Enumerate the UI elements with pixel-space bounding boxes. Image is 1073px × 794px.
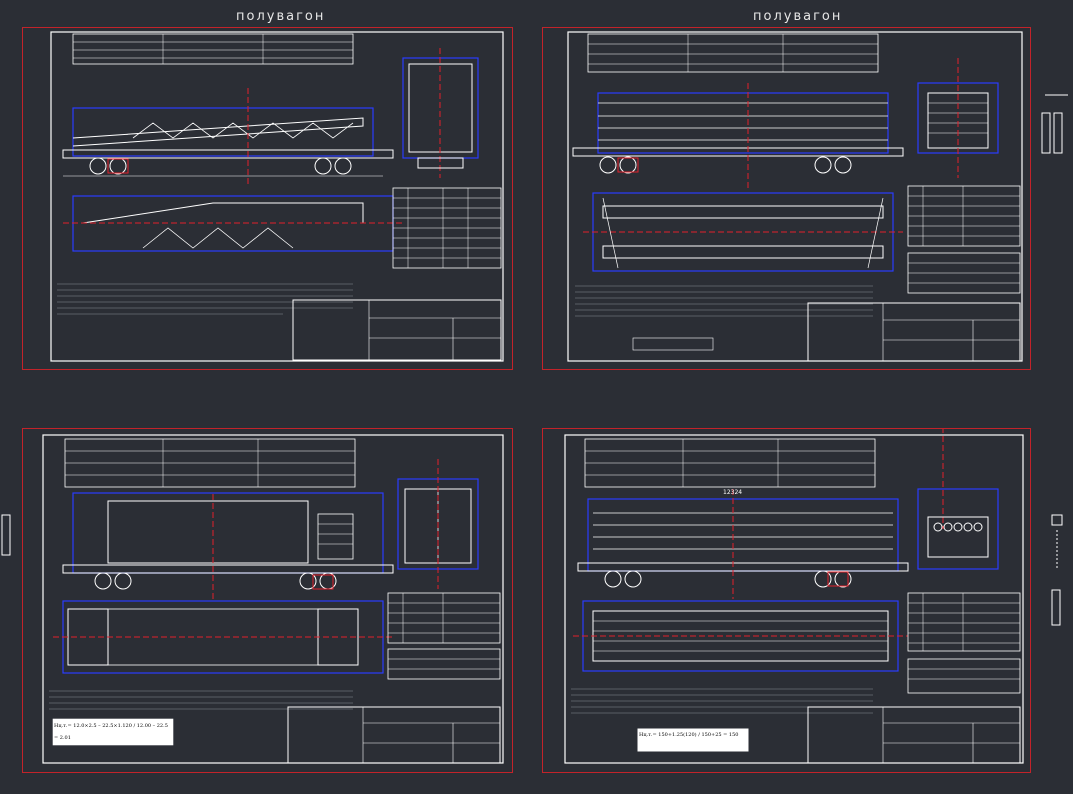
side-detail-right-bottom [1051,514,1063,626]
dimension-label-top: 12324 [723,489,743,496]
sheet-3-drawing [42,434,504,764]
side-detail-left [1,514,11,556]
formula-box: Hц.т.= 12.0×2.5 – 22.5×1.120 / 12.00 – 2… [54,723,168,741]
sheet-title-top-right: полувагон [753,9,843,24]
drawing-sheet-1[interactable] [22,27,513,370]
drawing-sheet-4[interactable]: 12324 Hц.т.= 150+1.25(120) / 150+25 = 15… [542,428,1031,773]
drawing-sheet-3[interactable]: Hц.т.= 12.0×2.5 – 22.5×1.120 / 12.00 – 2… [22,428,513,773]
sheet-4-drawing [564,429,1024,764]
drawing-sheet-2[interactable] [542,27,1031,370]
sheet-1-drawing [50,31,504,362]
formula-box: Hц.т.= 150+1.25(120) / 150+25 = 150 [639,732,739,738]
sheet-2-drawing [567,31,1023,362]
sheet-title-top-left: полувагон [236,9,326,24]
side-detail-right-top [1041,94,1068,154]
